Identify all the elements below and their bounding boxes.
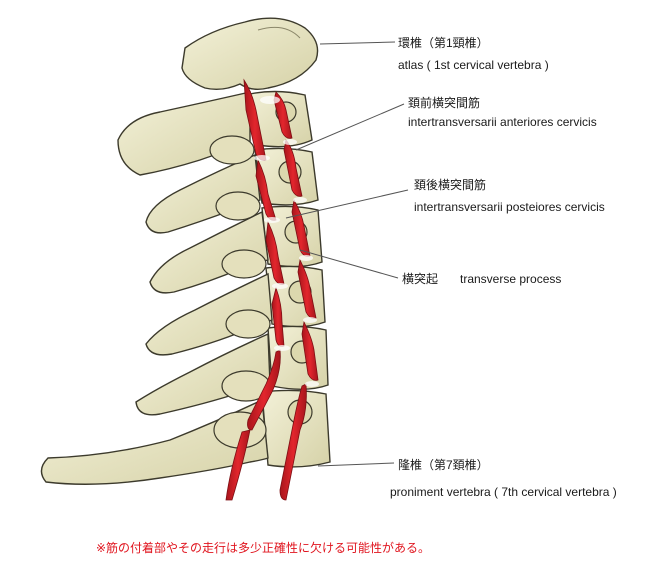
intertransversarii-anterior-muscles [273,91,319,501]
label-anterior-en: intertransversarii anteriores cervicis [408,115,597,129]
label-atlas-jp: 環椎（第1頸椎） [398,36,489,50]
leader-prominens [317,462,395,467]
tendon-attachments [254,96,319,387]
leader-anterior [295,103,405,151]
leader-transverse [299,249,399,279]
articular-pillars [209,135,271,449]
leader-posterior [285,189,409,219]
label-posterior-jp: 頚後横突間筋 [414,178,487,192]
label-prominens-jp: 隆椎（第7頚椎） [398,458,489,472]
leader-lines [285,41,409,467]
spinous-process-c7 [40,398,269,485]
footnote: ※筋の付着部やその走行は多少正確性に欠ける可能性がある。 [96,541,431,555]
intertransversarii-posterior-muscles [225,78,285,501]
label-prominens-en: proniment vertebra ( 7th cervical verteb… [390,485,617,499]
spinous-process-c2 [117,91,251,176]
leader-atlas [319,41,396,45]
label-transverse-en: transverse process [460,272,562,286]
label-anterior-jp: 頚前横突間筋 [408,96,481,110]
label-posterior-en: intertransversarii posteiores cervicis [414,200,605,214]
label-atlas-en: atlas ( 1st cervical vertebra ) [398,58,549,72]
spinous-processes [40,91,273,485]
label-transverse-jp: 横突起 [402,272,439,286]
atlas-c1 [181,17,319,91]
